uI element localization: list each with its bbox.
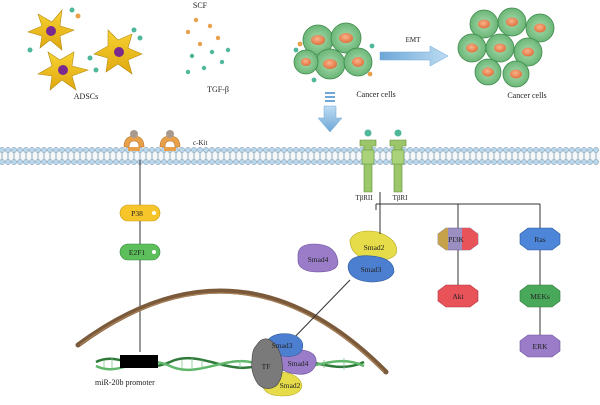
label-cancer-cells-right: Cancer cells	[507, 91, 546, 100]
label-ras: Ras	[534, 235, 545, 244]
label-p38: P38	[131, 209, 143, 218]
label-tgf-beta: TGF-β	[207, 85, 229, 94]
label-tbetarii: TβRII	[355, 194, 373, 202]
adsc-nucleus	[114, 47, 124, 57]
tf-complex	[251, 333, 317, 397]
ligand-dot	[137, 35, 143, 41]
tbetarii-receptor	[359, 129, 377, 193]
ligand-dot	[75, 13, 81, 19]
label-smad4-complex: Smad4	[288, 359, 309, 368]
akt-node	[437, 284, 479, 308]
label-tf: TF	[262, 362, 271, 371]
emt-arrow	[379, 45, 449, 67]
smad-to-tf-line	[287, 279, 351, 345]
smad3-free-node	[347, 255, 395, 283]
label-tbetari: TβRI	[393, 194, 409, 202]
label-cancer-cells-left: Cancer cells	[356, 90, 395, 99]
tf-node	[251, 338, 283, 389]
pi3k-node	[437, 227, 479, 251]
cancer-cell-cluster-left	[293, 22, 375, 83]
label-promoter: miR-20b promoter	[95, 378, 155, 387]
adsc-cell-group	[27, 7, 143, 91]
label-smad4-free: Smad4	[308, 255, 329, 264]
ckit-receptor	[123, 130, 145, 151]
adsc-nucleus	[58, 65, 68, 75]
label-akt: Akt	[452, 292, 464, 301]
smad4-free-node	[297, 243, 339, 273]
nuclear-envelope-inner	[79, 292, 385, 373]
ligand-dot	[27, 47, 33, 53]
label-erk: ERK	[533, 342, 549, 351]
down-arrow	[317, 92, 343, 133]
ligand-dot	[131, 27, 137, 33]
label-adscs: ADSCs	[74, 92, 98, 101]
label-e2f1: E2F1	[129, 248, 146, 257]
ligand-dot	[87, 55, 93, 61]
meks-node	[519, 284, 561, 308]
ras-node	[519, 227, 561, 251]
cell-membrane	[0, 147, 600, 165]
label-pi3k: PI3K	[448, 235, 464, 244]
label-smad3-free: Smad3	[361, 265, 382, 274]
erk-node	[519, 334, 561, 358]
label-emt: EMT	[406, 36, 422, 44]
nuclear-envelope	[75, 288, 389, 375]
label-meks: MEKs	[530, 292, 550, 301]
ligand-cloud	[185, 17, 231, 75]
cancer-cell-cluster-right	[457, 7, 555, 88]
adsc-nucleus	[46, 26, 56, 36]
ckit-receptor	[159, 130, 181, 151]
promoter-box	[120, 355, 158, 368]
label-ckit: c-Kit	[193, 139, 207, 147]
tbetari-receptor	[389, 129, 407, 193]
ligand-dot	[93, 67, 99, 73]
e2f1-node	[119, 243, 161, 261]
label-smad2-free: Smad2	[364, 243, 385, 252]
pathway-tree-lines	[375, 203, 541, 335]
label-scf: SCF	[193, 1, 208, 10]
label-smad3-complex: Smad3	[272, 341, 293, 350]
label-smad2-complex: Smad2	[280, 381, 301, 390]
ligand-dot	[69, 7, 75, 13]
